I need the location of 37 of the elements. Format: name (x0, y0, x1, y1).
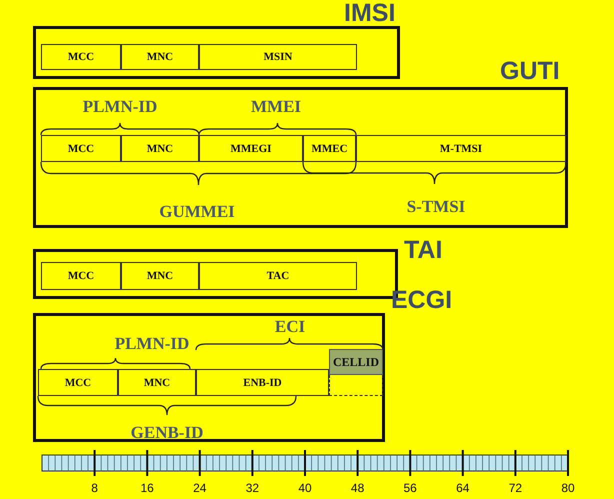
field-group-label: PLMN-ID (114, 335, 190, 352)
bit-field-cell: MCC (38, 369, 118, 396)
field-group-label: GENB-ID (130, 424, 204, 441)
bit-field-cell: MCC (41, 135, 121, 162)
identifier-title: GUTI (500, 59, 560, 84)
identifier-title: TAI (404, 238, 442, 263)
bit-field-cell: MNC (121, 135, 199, 162)
bit-field-cell: CELLID (329, 349, 383, 375)
bit-tick-label: 16 (140, 482, 154, 494)
bit-field-cell: MCC (41, 262, 121, 290)
bit-field-cell: MMEC (303, 135, 356, 162)
bit-tick-label: 56 (404, 482, 417, 494)
bit-tick-label: 48 (350, 482, 364, 494)
bit-tick-label: 40 (298, 482, 312, 494)
bit-field-cell: TAC (199, 262, 357, 290)
bit-field-cell: MSIN (199, 44, 357, 70)
field-group-label: MMEI (250, 98, 302, 115)
field-group-label: GUMMEI (159, 203, 235, 220)
field-group-label: ECI (274, 318, 306, 335)
bit-tick-label: 64 (456, 482, 470, 494)
bit-tick-label: 8 (91, 482, 98, 494)
bit-field-cell: MMEGI (199, 135, 303, 162)
bit-tick-label: 80 (561, 482, 575, 494)
bit-field-cell: MNC (118, 369, 196, 396)
bit-field-cell: MNC (121, 44, 199, 70)
bit-field-cell: M-TMSI (356, 135, 566, 162)
field-group-label: S-TMSI (406, 198, 466, 215)
bit-tick-label: 24 (193, 482, 206, 494)
empty-bit-field (329, 375, 383, 396)
bit-tick-label: 72 (508, 482, 522, 494)
identifier-title: IMSI (344, 1, 396, 26)
field-group-label: PLMN-ID (82, 98, 158, 115)
bit-field-cell: ENB-ID (196, 369, 329, 396)
bit-field-cell: MNC (121, 262, 199, 290)
bit-tick-label: 32 (246, 482, 260, 494)
bit-field-cell: MCC (41, 44, 121, 70)
identifier-title: ECGI (391, 288, 452, 313)
